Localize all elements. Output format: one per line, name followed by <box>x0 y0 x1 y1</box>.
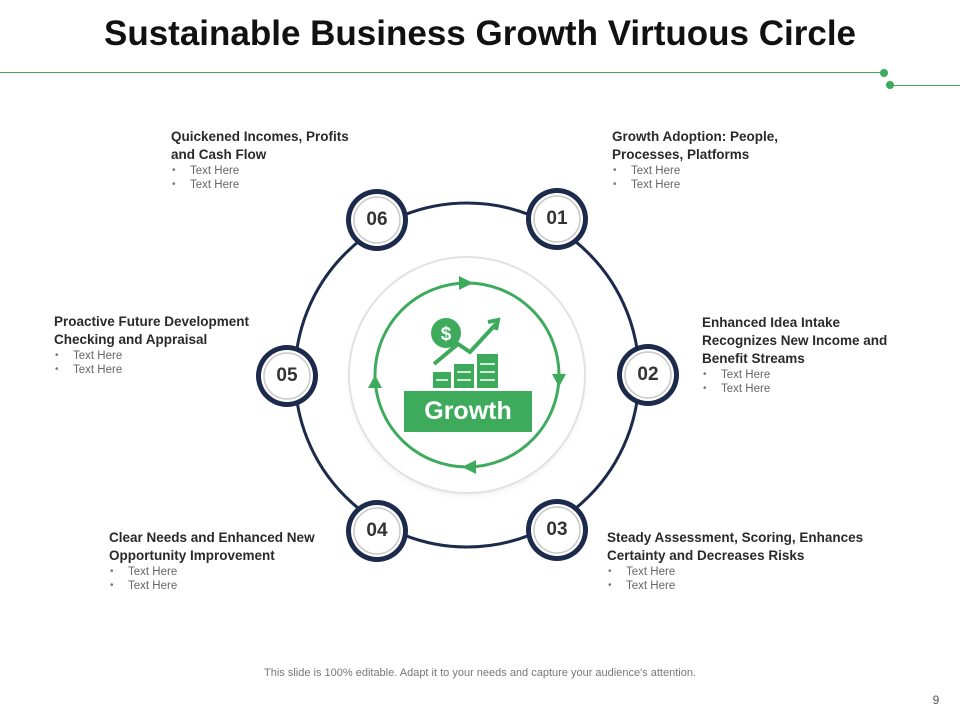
step-05-text: Proactive Future Development Checking an… <box>54 313 354 377</box>
step-heading: Clear Needs and Enhanced New Opportunity… <box>109 530 315 563</box>
growth-chart-icon: $ <box>431 317 501 388</box>
step-02-text: Enhanced Idea Intake Recognizes New Inco… <box>702 314 960 396</box>
bullet-list: Text Here Text Here <box>607 565 907 593</box>
bullet-item: Text Here <box>703 368 960 382</box>
node-04 <box>346 500 408 562</box>
step-01-text: Growth Adoption: People, Processes, Plat… <box>612 128 912 192</box>
cycle-arrow-icon <box>459 276 473 290</box>
step-heading: Quickened Incomes, Profits and Cash Flow <box>171 129 349 162</box>
bullet-list: Text Here Text Here <box>702 368 960 396</box>
bullet-item: Text Here <box>172 164 471 178</box>
center-label: Growth <box>404 391 532 432</box>
bullet-item: Text Here <box>608 565 907 579</box>
svg-text:$: $ <box>441 324 452 345</box>
bullet-item: Text Here <box>110 579 409 593</box>
cycle-arrow-icon <box>462 460 476 474</box>
footer-note: This slide is 100% editable. Adapt it to… <box>264 667 696 679</box>
node-06 <box>346 189 408 251</box>
node-01 <box>526 188 588 250</box>
bullet-list: Text Here Text Here <box>109 565 409 593</box>
step-heading: Growth Adoption: People, Processes, Plat… <box>612 129 778 162</box>
step-06-text: Quickened Incomes, Profits and Cash Flow… <box>171 128 471 192</box>
bullet-item: Text Here <box>703 382 960 396</box>
bullet-list: Text Here Text Here <box>171 164 471 192</box>
slide-title: Sustainable Business Growth Virtuous Cir… <box>103 14 857 53</box>
bullet-item: Text Here <box>55 363 354 377</box>
bullet-item: Text Here <box>613 178 912 192</box>
divider-dot <box>880 69 888 77</box>
header-divider-short <box>890 85 960 86</box>
node-02 <box>617 344 679 406</box>
bullet-list: Text Here Text Here <box>54 349 354 377</box>
step-03-text: Steady Assessment, Scoring, Enhances Cer… <box>607 529 907 593</box>
step-number: 02 <box>637 364 659 385</box>
bullet-item: Text Here <box>172 178 471 192</box>
page-number: 9 <box>932 693 940 707</box>
step-number: 04 <box>366 520 388 541</box>
header-divider <box>0 72 884 73</box>
step-number: 03 <box>546 519 568 540</box>
node-03 <box>526 499 588 561</box>
bullet-item: Text Here <box>110 565 409 579</box>
bullet-item: Text Here <box>608 579 907 593</box>
step-heading: Proactive Future Development Checking an… <box>54 314 250 347</box>
cycle-arrow-icon <box>368 375 382 388</box>
bullet-list: Text Here Text Here <box>612 164 912 192</box>
bullet-item: Text Here <box>55 349 354 363</box>
step-04-text: Clear Needs and Enhanced New Opportunity… <box>109 529 409 593</box>
bullet-item: Text Here <box>613 164 912 178</box>
step-heading: Steady Assessment, Scoring, Enhances Cer… <box>607 530 864 563</box>
cycle-arrow-icon <box>552 374 566 387</box>
step-number: 06 <box>366 209 388 230</box>
trend-up-icon <box>432 322 498 366</box>
step-number: 01 <box>546 208 568 229</box>
dollar-icon <box>431 318 461 348</box>
step-heading: Enhanced Idea Intake Recognizes New Inco… <box>702 315 888 366</box>
